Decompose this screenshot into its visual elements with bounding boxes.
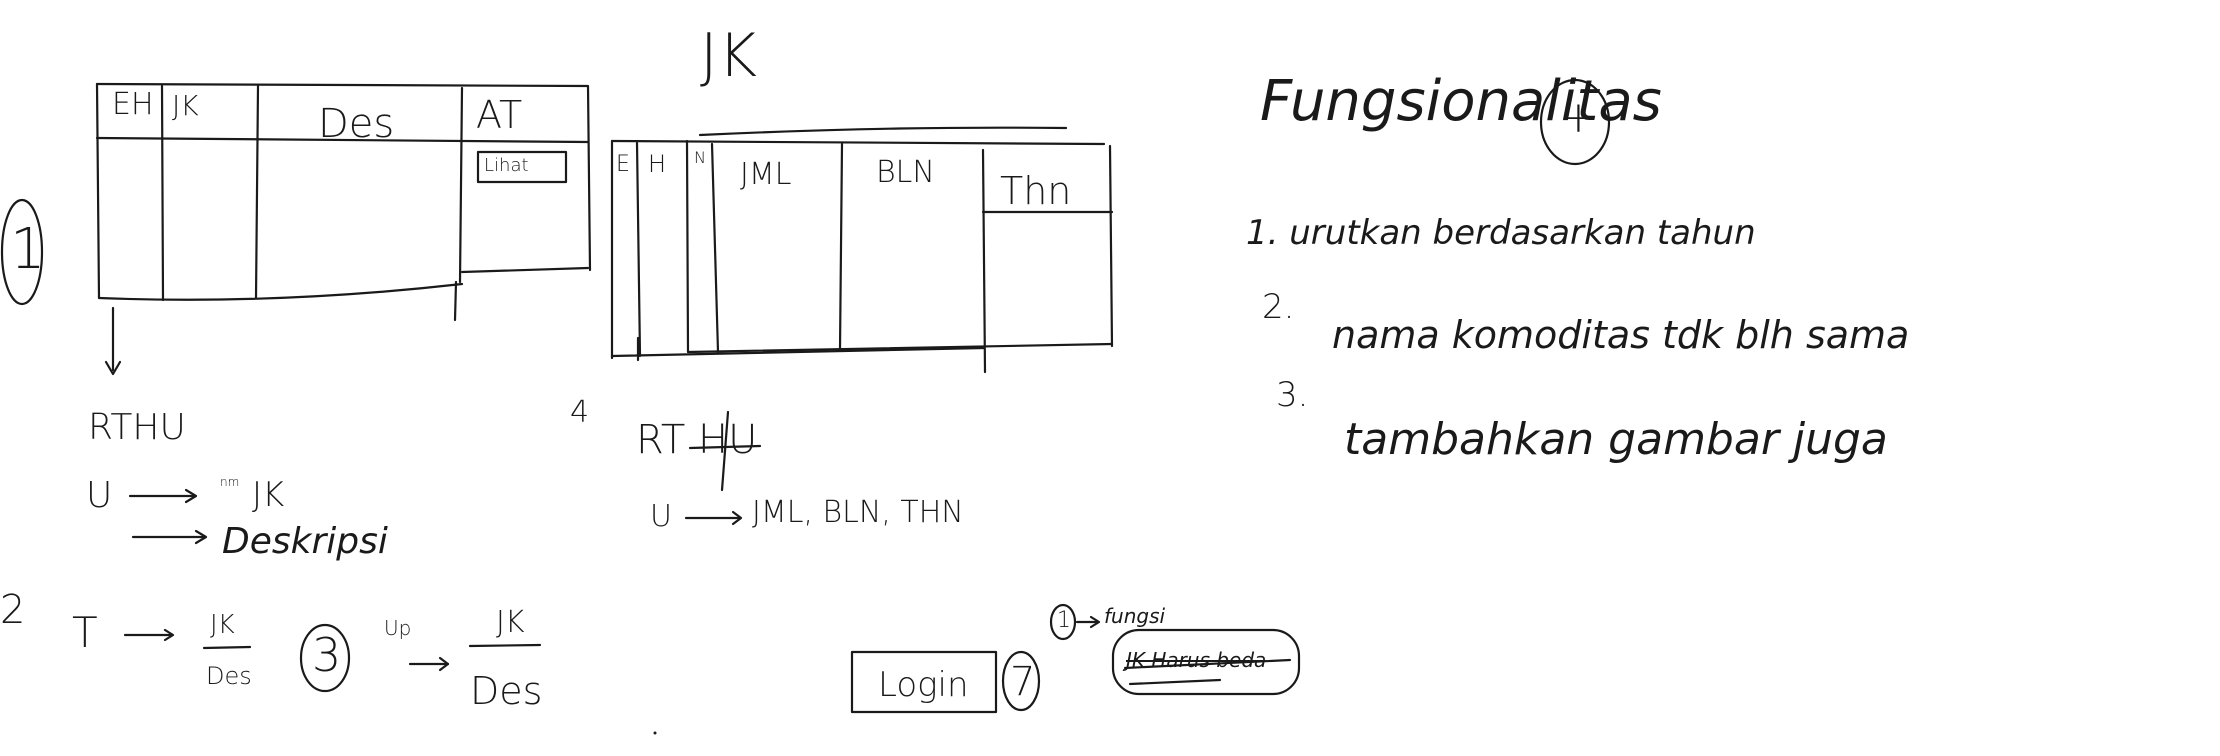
note-head: fungsi xyxy=(1104,604,1166,628)
flow-des-bottom: Des xyxy=(206,662,252,690)
label-three: 3 xyxy=(312,628,342,682)
rthu-left-u: U xyxy=(86,475,113,516)
top-title: JK xyxy=(700,21,758,91)
rthu-left-nm: nm xyxy=(220,475,240,489)
table2-header-n: N xyxy=(694,148,706,167)
table1-header-jk: JK xyxy=(172,89,199,122)
table2-header-thn: Thn xyxy=(1000,169,1072,213)
flow-jk-top2: JK xyxy=(496,605,525,640)
rthu-left-deskripsi: Deskripsi xyxy=(222,521,388,562)
rthu-right-heading: RT HU xyxy=(636,417,758,463)
rthu-left-jk: JK xyxy=(252,475,285,515)
plus-icon[interactable]: + xyxy=(1560,92,1597,143)
circle-seven xyxy=(1001,650,1041,712)
label-seven: 7 xyxy=(1010,659,1036,705)
circle-plus xyxy=(1539,78,1611,166)
note-outline xyxy=(1111,628,1301,696)
label-two: 2 xyxy=(0,587,26,633)
fungsionalitas-item-3-num: 3. xyxy=(1276,375,1309,415)
fungsionalitas-item-2-num: 2. xyxy=(1262,287,1295,327)
note-body: JK Harus beda xyxy=(1126,648,1267,672)
label-one: 1 xyxy=(10,217,46,282)
table2-header-bln: BLN xyxy=(876,155,935,190)
table1-lines xyxy=(95,82,592,322)
rthu-left-heading: RTHU xyxy=(88,407,186,448)
table1-header-at: AT xyxy=(476,93,523,137)
flow-jk-top: JK xyxy=(210,610,235,640)
table1-header-eh: EH xyxy=(112,87,154,122)
table2-header-jml: JML xyxy=(740,157,792,192)
lihat-button[interactable]: Lihat xyxy=(484,155,529,176)
lihat-button-outline xyxy=(476,150,568,184)
table2-header-e: E xyxy=(616,152,630,177)
fungsionalitas-title: Fungsionalitas xyxy=(1260,69,1662,134)
fungsionalitas-item-3: tambahkan gambar juga xyxy=(1344,414,1888,465)
fungsionalitas-item-1: 1. urutkan berdasarkan tahun xyxy=(1246,213,1756,253)
label-note-one: 1 xyxy=(1057,608,1071,633)
rthu-right-list: JML, BLN, THN xyxy=(752,495,964,530)
flow-t: T xyxy=(72,608,98,657)
login-button[interactable]: Login xyxy=(878,665,969,705)
rthu-right-stroke xyxy=(720,410,730,492)
flow-up: Up xyxy=(384,616,412,640)
label-four: 4 xyxy=(570,395,590,430)
table2-header-h: H xyxy=(648,150,667,178)
table1-header-des: Des xyxy=(318,101,395,147)
circle-one xyxy=(0,198,44,306)
flow-des-bottom2: Des xyxy=(470,669,543,713)
circle-three xyxy=(299,623,351,693)
table2-lines xyxy=(610,126,1114,374)
fungsionalitas-item-2: nama komoditas tdk blh sama xyxy=(1332,313,1910,357)
login-box-outline xyxy=(850,650,998,714)
rthu-right-u: U xyxy=(650,499,672,534)
